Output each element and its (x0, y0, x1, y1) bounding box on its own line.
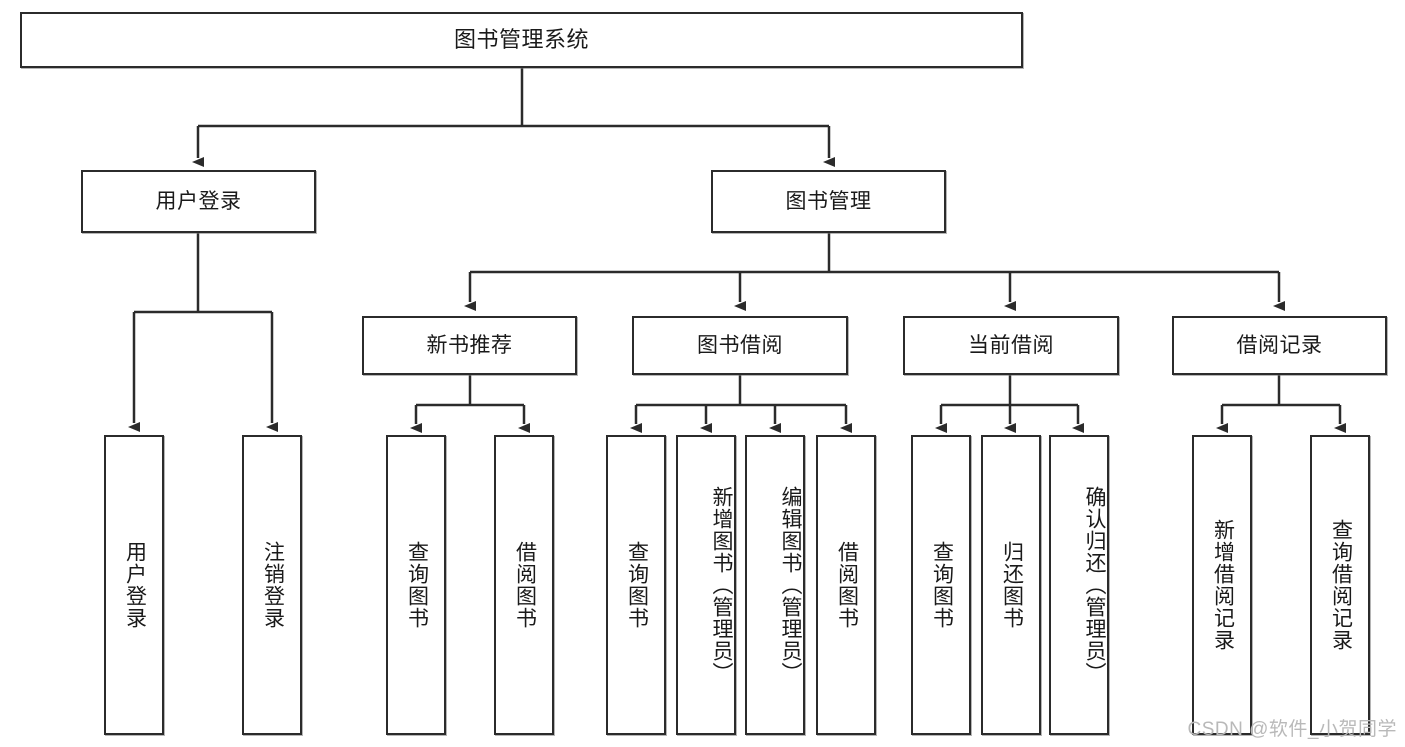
node-book-management[interactable]: 图书管理 (711, 170, 946, 233)
leaf-return-book[interactable]: 归还图书 (981, 435, 1041, 735)
leaf-borrow-book-new[interactable]: 借阅图书 (494, 435, 554, 735)
node-label: 编辑图书（管理员） (779, 486, 802, 684)
node-new-book-recommend[interactable]: 新书推荐 (362, 316, 577, 375)
leaf-add-book-admin[interactable]: 新增图书（管理员） (676, 435, 736, 735)
node-label: 查询图书 (930, 541, 954, 629)
node-label: 查询借阅记录 (1329, 519, 1353, 651)
leaf-query-book-new[interactable]: 查询图书 (386, 435, 446, 735)
leaf-query-borrow-record[interactable]: 查询借阅记录 (1310, 435, 1370, 735)
csdn-watermark: CSDN @软件_小贺同学 (1187, 719, 1397, 740)
node-borrow-record[interactable]: 借阅记录 (1172, 316, 1387, 375)
node-root-system[interactable]: 图书管理系统 (20, 12, 1023, 68)
node-label: 用户登录 (155, 189, 242, 213)
node-label: 确认归还（管理员） (1083, 486, 1106, 684)
node-label: 注销登录 (261, 541, 285, 629)
node-label: 当前借阅 (968, 333, 1054, 357)
node-label: 图书管理系统 (453, 26, 589, 52)
leaf-confirm-return-admin[interactable]: 确认归还（管理员） (1049, 435, 1109, 735)
leaf-borrow-book[interactable]: 借阅图书 (816, 435, 876, 735)
leaf-logout[interactable]: 注销登录 (242, 435, 302, 735)
node-label: 新增借阅记录 (1211, 519, 1235, 651)
node-label: 新书推荐 (426, 333, 513, 357)
leaf-query-book-current[interactable]: 查询图书 (911, 435, 971, 735)
node-label: 图书借阅 (697, 333, 783, 357)
node-book-borrow[interactable]: 图书借阅 (632, 316, 848, 375)
node-label: 归还图书 (1000, 541, 1024, 629)
node-user-login[interactable]: 用户登录 (81, 170, 316, 233)
leaf-edit-book-admin[interactable]: 编辑图书（管理员） (745, 435, 805, 735)
node-label: 借阅记录 (1236, 333, 1323, 357)
node-label: 借阅图书 (513, 541, 537, 629)
node-label: 图书管理 (785, 189, 872, 213)
leaf-query-book-borrow[interactable]: 查询图书 (606, 435, 666, 735)
node-label: 查询图书 (405, 541, 429, 629)
leaf-user-login[interactable]: 用户登录 (104, 435, 164, 735)
node-label: 借阅图书 (835, 541, 859, 629)
node-current-borrow[interactable]: 当前借阅 (903, 316, 1119, 375)
node-label: 查询图书 (625, 541, 649, 629)
leaf-add-borrow-record[interactable]: 新增借阅记录 (1192, 435, 1252, 735)
node-label: 用户登录 (123, 541, 147, 629)
node-label: 新增图书（管理员） (710, 486, 733, 684)
